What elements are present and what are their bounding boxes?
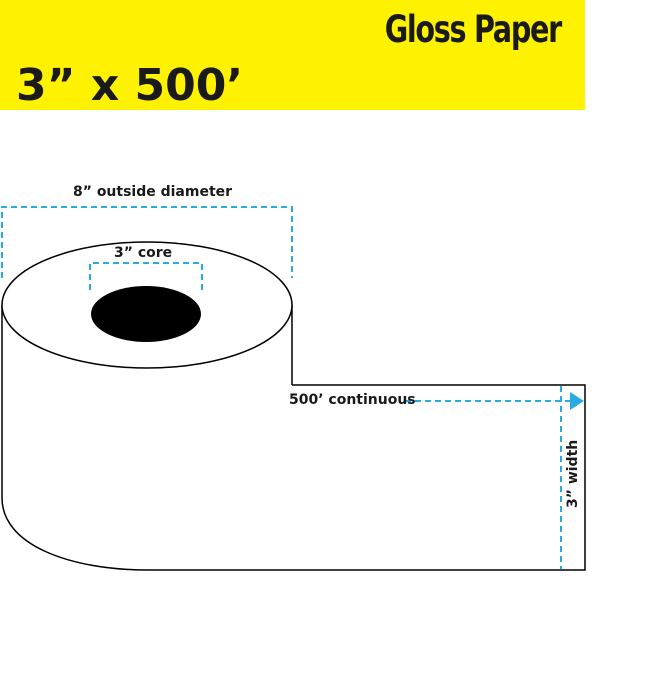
core-label: 3” core	[114, 245, 173, 261]
length-label: 500’ continuous	[289, 392, 416, 408]
product-size: 3” x 500’	[16, 60, 244, 111]
title-banner: Gloss Paper 3” x 500’	[0, 0, 585, 111]
product-title: Gloss Paper	[384, 8, 563, 51]
arrowhead-right-icon	[570, 392, 584, 410]
paper-strip	[148, 384, 586, 571]
width-label: 3” width	[565, 439, 581, 508]
roll-body	[1, 305, 293, 571]
outside-diameter-label: 8” outside diameter	[73, 184, 233, 200]
roll-core	[91, 286, 201, 342]
length-dimension	[405, 392, 584, 410]
outside-diameter-dimension	[1, 206, 293, 278]
core-dimension	[89, 262, 203, 290]
